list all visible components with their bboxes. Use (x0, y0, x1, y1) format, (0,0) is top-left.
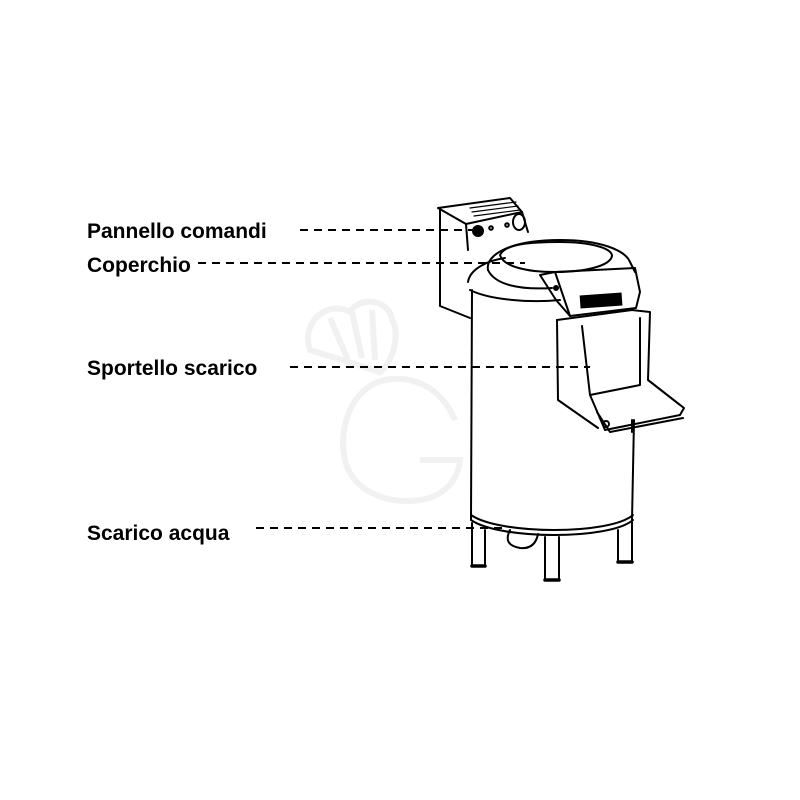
lid (467, 239, 641, 317)
discharge-door (556, 309, 685, 433)
label-pannello-comandi: Pannello comandi (87, 220, 267, 243)
label-coperchio: Coperchio (87, 254, 191, 277)
water-drain (506, 529, 539, 550)
legs (470, 521, 634, 582)
drum-body (470, 289, 635, 536)
label-scarico-acqua: Scarico acqua (87, 522, 230, 545)
watermark-logo (305, 298, 464, 504)
leader-lines (198, 229, 590, 529)
label-sportello-scarico: Sportello scarico (87, 357, 258, 380)
control-panel (437, 197, 529, 319)
